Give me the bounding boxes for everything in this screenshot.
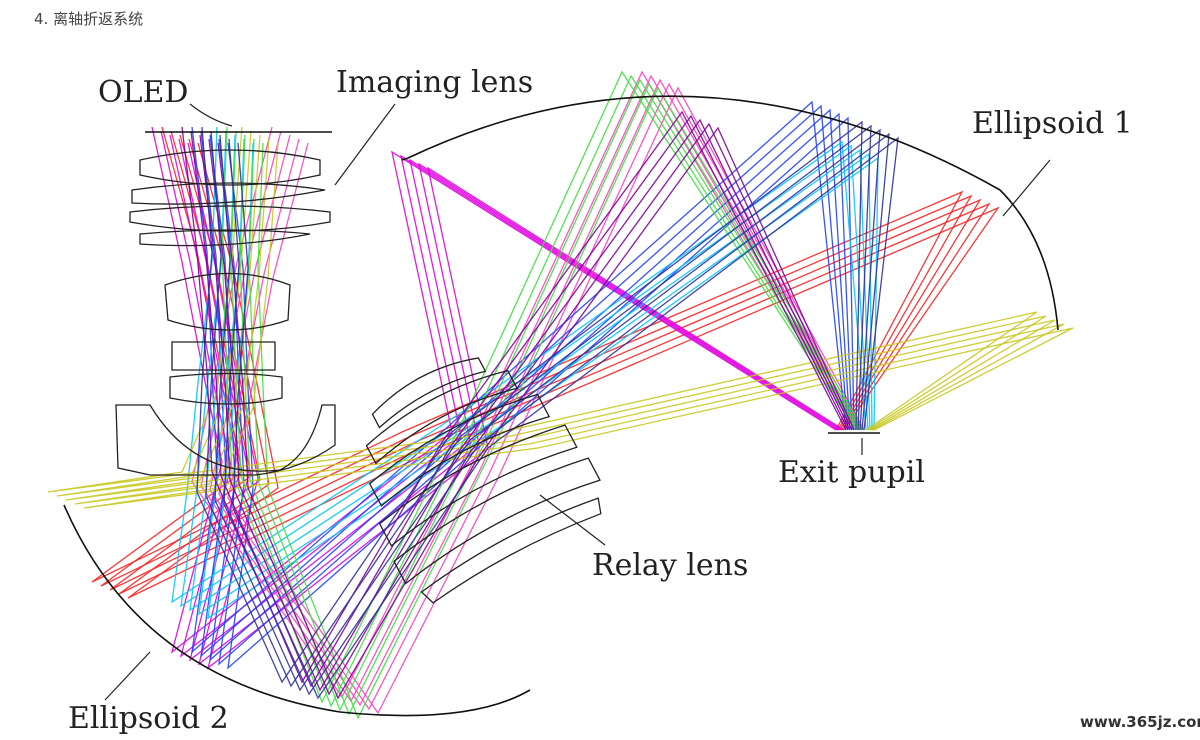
- ray-line: [65, 134, 1056, 501]
- ray-line: [178, 138, 843, 666]
- ray-line: [196, 120, 863, 684]
- ray-line: [248, 82, 863, 716]
- ray-line: [218, 82, 863, 711]
- ray-line: [214, 128, 881, 692]
- ray-line: [257, 86, 865, 720]
- ray-line: [209, 78, 861, 707]
- ellipsoid-1-edge: [401, 157, 409, 161]
- ellipsoid-2-mirror: [63, 504, 531, 717]
- relay-lens-label: Relay lens: [592, 548, 748, 583]
- ray-line: [83, 142, 1074, 509]
- ellipsoid-1-mirror: [407, 95, 1059, 331]
- ray-line: [91, 126, 964, 583]
- oled-label: OLED: [98, 75, 188, 110]
- ray-bundles: [47, 70, 1074, 720]
- ray-line: [199, 118, 851, 692]
- ellipsoid-2-label: Ellipsoid 2: [68, 701, 229, 736]
- ray-line: [205, 124, 872, 688]
- ray-line: [232, 136, 899, 700]
- ray-line: [180, 130, 869, 608]
- imaging-lens-arrow: [334, 103, 396, 186]
- imaging-lens-label: Imaging lens: [336, 65, 533, 100]
- ray-line: [230, 74, 859, 708]
- relay-lens-arrow: [539, 494, 606, 546]
- ray-line: [223, 132, 890, 696]
- ray-line: [191, 70, 857, 699]
- ray-line: [218, 112, 853, 666]
- ray-line: [217, 126, 855, 700]
- oled-arrow: [189, 103, 233, 127]
- ellipsoid-2-arrow: [104, 651, 151, 701]
- ellipsoid-1-label: Ellipsoid 1: [972, 106, 1133, 141]
- ray-line: [56, 130, 1047, 497]
- ray-line: [221, 70, 857, 704]
- watermark: www.365jz.com: [1080, 713, 1200, 731]
- figure-caption: 4. 离轴折返系统: [34, 10, 144, 28]
- ray-line: [239, 78, 861, 712]
- ray-line: [200, 74, 859, 703]
- ray-line: [208, 122, 853, 696]
- ray-line: [47, 126, 1038, 493]
- exit-pupil-label: Exit pupil: [778, 455, 925, 490]
- ray-line: [227, 86, 865, 715]
- ellipsoid-1-arrow: [1002, 159, 1051, 217]
- relay-lens-group: [365, 357, 602, 604]
- imaging-lens-group: [115, 149, 336, 476]
- ray-line: [227, 116, 855, 670]
- ray-line: [74, 138, 1065, 505]
